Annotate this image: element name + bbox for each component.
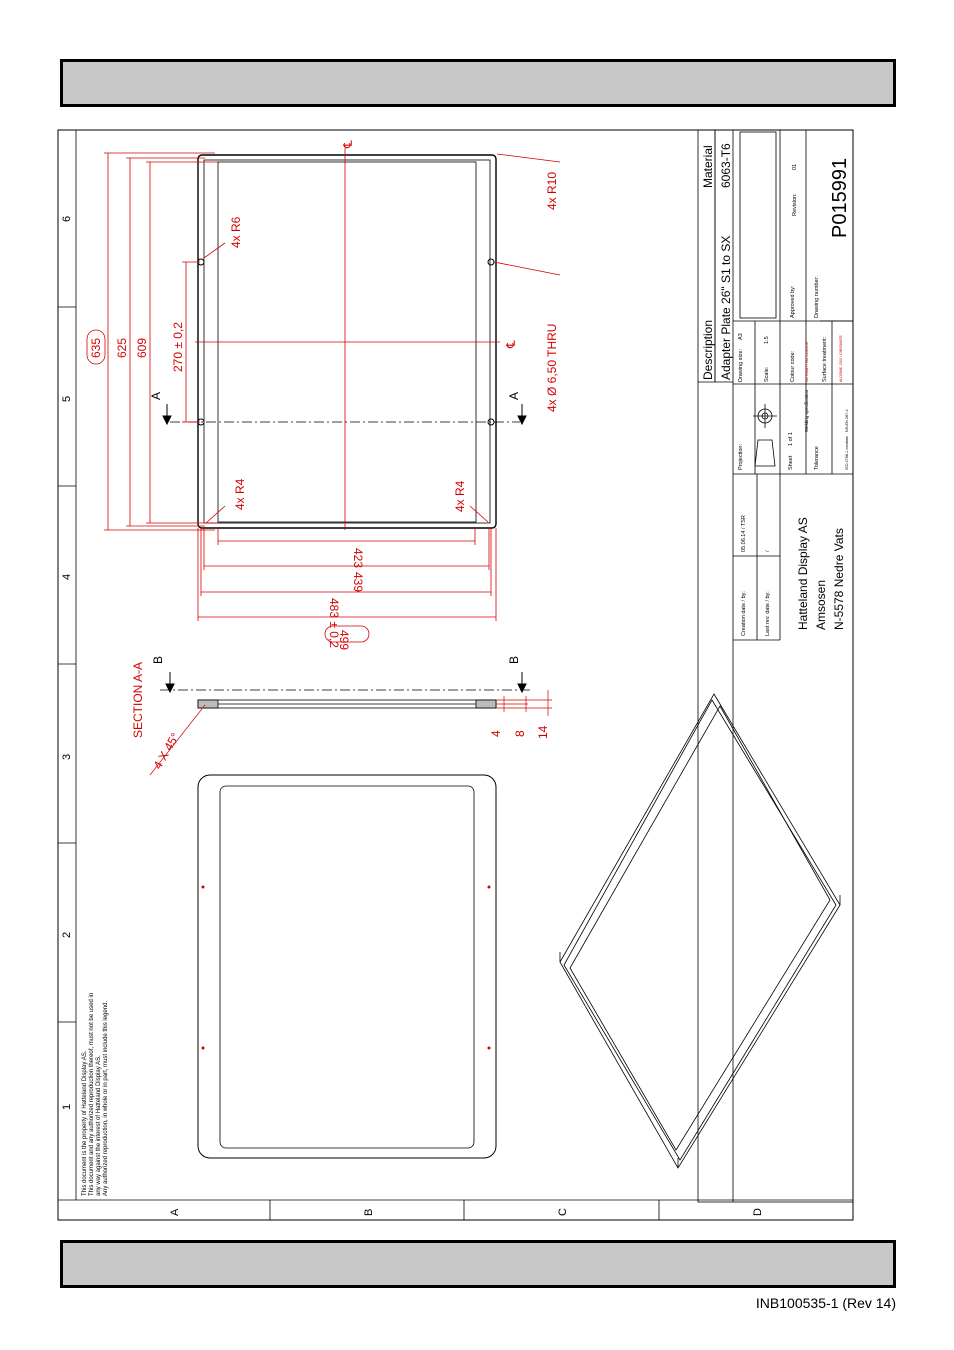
creation-value: 05.06.14 / TSR [741, 515, 747, 552]
row-label-a: A [169, 1208, 181, 1216]
drawing-number: P015991 [829, 158, 851, 238]
drawing-size-label: Drawing size: [738, 349, 744, 382]
dim-499: 499 [337, 630, 351, 650]
approved-label: Approved by: [790, 285, 796, 318]
dim-423: 423 [351, 548, 365, 568]
scale-value: 1:5 [764, 336, 770, 344]
colour-code-value: NO PAINT / NO COLOUR [805, 341, 809, 382]
surface-label: Surface treatment: [822, 336, 828, 382]
legal-legend: This document is the property of Hattela… [82, 993, 109, 1196]
colour-code-label: Colour code: [790, 350, 796, 382]
section-aa-label: SECTION A-A [131, 662, 145, 738]
hole-thru: 4x Ø 6,50 THRU [545, 324, 559, 412]
address-line-1: Amsosen [814, 580, 828, 630]
description-label: Description [701, 320, 715, 380]
title-block [697, 129, 854, 1203]
col-label-5: 5 [61, 396, 73, 402]
revision-value: 01 [792, 164, 798, 170]
dim-625: 625 [115, 338, 129, 358]
welding-label: Welding specification [804, 389, 809, 432]
surface-value: ALODINE 1200 / CHROMATE [839, 335, 843, 382]
col-label-4: 4 [61, 574, 73, 580]
footer-bar [60, 1240, 896, 1288]
address-line-2: N-5578 Nedre Vats [832, 528, 846, 630]
col-label-3: 3 [61, 754, 73, 760]
row-label-d: D [752, 1208, 764, 1216]
legal-line-4: Any authorized reproduction, in whole or… [103, 1001, 109, 1196]
dim-270: 270 ± 0,2 [171, 322, 185, 372]
section-marker-a-left: A [149, 392, 163, 400]
radius-r4-left: 4x R4 [233, 478, 247, 510]
document-reference: INB100535-1 (Rev 14) [755, 1295, 896, 1311]
radius-r6: 4x R6 [229, 216, 243, 248]
section-marker-a-right: A [507, 392, 521, 400]
dim-483: 483 ± 0,2 [327, 598, 341, 648]
radius-r4-right: 4x R4 [453, 480, 467, 512]
legal-line-3: any way against the interest of Hattelan… [96, 1055, 102, 1196]
sheet-label: Sheet [788, 455, 794, 470]
legal-line-2: This document and any authorized reprodu… [89, 993, 95, 1196]
creation-label: Creation date / by: [741, 591, 747, 636]
plan-view [170, 148, 520, 530]
centerline-top: ℄ [341, 140, 355, 149]
tolerance-value: ISO 2768-1 medium [845, 436, 849, 470]
col-label-1: 1 [61, 1104, 73, 1110]
front-view [197, 774, 497, 1159]
dim-8: 8 [513, 730, 527, 737]
dim-609: 609 [135, 338, 149, 358]
material-value: 6063-T6 [719, 143, 733, 188]
welding-value: NS-EN 287-4 [845, 409, 849, 432]
section-aa-view [197, 699, 497, 709]
row-label-b: B [363, 1209, 375, 1216]
chamfer-label: 4 X 45° [150, 730, 182, 771]
revision-label: Revision: [792, 193, 798, 216]
dim-635: 635 [89, 338, 103, 358]
scale-label: Scale: [764, 366, 770, 382]
centerline-right: ℄ [504, 340, 518, 349]
col-label-6: 6 [61, 216, 73, 222]
radius-r10: 4x R10 [545, 172, 559, 210]
legal-line-1: This document is the property of Hattela… [82, 1050, 88, 1196]
sheet-value: 1 of 1 [788, 432, 794, 446]
plan-dimensions [86, 152, 561, 643]
dim-4: 4 [489, 730, 503, 737]
drawing-size-value: A3 [738, 333, 744, 340]
row-label-c: C [557, 1208, 569, 1216]
dim-439: 439 [351, 572, 365, 592]
last-rev-value: / [765, 550, 771, 552]
col-label-2: 2 [61, 932, 73, 938]
dim-14: 14 [536, 725, 550, 739]
header-bar [60, 59, 896, 107]
last-rev-label: Last rev. date / by: [765, 591, 771, 636]
isometric-view [559, 693, 841, 1169]
description-value: Adapter Plate 26" S1 to SX [719, 236, 733, 380]
company-name: Hatteland Display AS [796, 517, 810, 630]
section-marker-b-left: B [151, 656, 165, 664]
tolerance-label: Tolerance [814, 446, 820, 470]
drawing-number-label: Drawing number: [814, 276, 820, 318]
projection-label: Projection: [738, 444, 744, 470]
material-label: Material [701, 145, 715, 188]
section-marker-b-right: B [507, 656, 521, 664]
